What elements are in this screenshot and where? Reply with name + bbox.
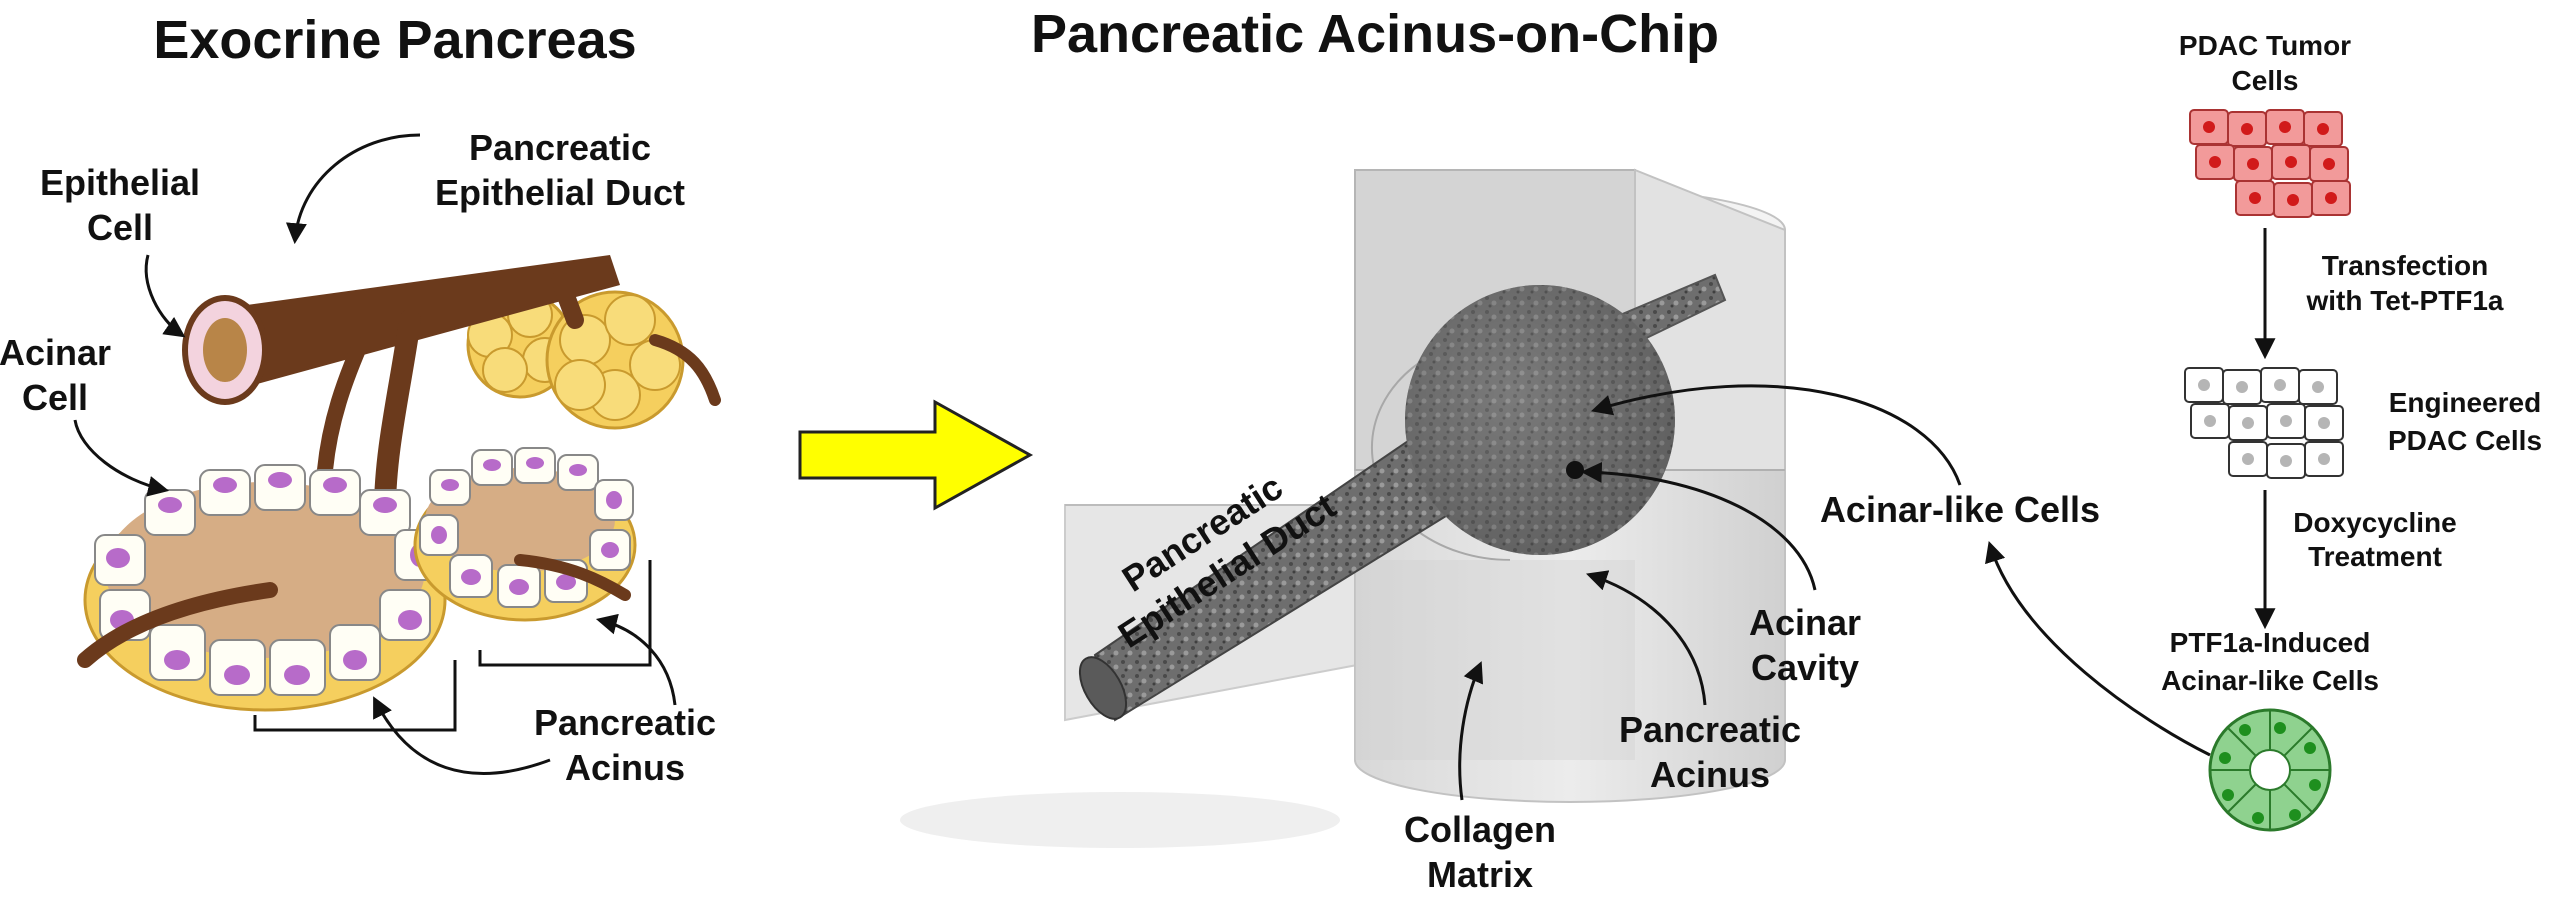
transfection-label-2: with Tet-PTF1a <box>2305 285 2503 316</box>
label-acinus-1: Pancreatic <box>534 702 716 743</box>
label-duct-2: Epithelial Duct <box>435 172 685 213</box>
chip-cavity-label-1: Acinar <box>1749 602 1861 643</box>
arrow-cavity <box>1580 461 1817 591</box>
arrow-acinar-like-to-chip <box>1590 384 1962 486</box>
label-epithelial-cell-2: Cell <box>87 207 153 248</box>
arrow-duct <box>285 133 421 245</box>
label-acinar-cell-2: Cell <box>22 377 88 418</box>
label-acinus-2: Acinus <box>565 747 685 788</box>
transfection-label-1: Transfection <box>2322 250 2488 281</box>
chip-acinus-label-2: Acinus <box>1650 754 1770 795</box>
chip-cavity-label-2: Cavity <box>1751 647 1859 688</box>
arrow-induced-to-label <box>1985 540 2211 757</box>
label-duct-1: Pancreatic <box>469 127 651 168</box>
chip-collagen-label-1: Collagen <box>1404 809 1556 850</box>
acinar-cluster-upper <box>466 290 685 430</box>
doxy-label-1: Doxycycline <box>2293 507 2456 538</box>
engineered-pdac-cells <box>2184 367 2344 479</box>
pdac-label-1: PDAC Tumor <box>2179 30 2351 61</box>
arrow-acinus-upper <box>595 613 677 706</box>
induced-label-2: Acinar-like Cells <box>2161 665 2379 696</box>
arrow-acinus <box>1586 570 1707 706</box>
cavity-point <box>1566 461 1584 479</box>
acinus-on-chip-title: Pancreatic Acinus-on-Chip <box>1031 4 1719 64</box>
arrow-acinus-lower <box>373 696 551 775</box>
induced-acinar-ring <box>2208 708 2332 832</box>
engineered-label-1: Engineered <box>2389 387 2541 418</box>
acinar-like-cells-label: Acinar-like Cells <box>1820 489 2100 530</box>
pdac-label-2: Cells <box>2232 65 2299 96</box>
exocrine-pancreas-title: Exocrine Pancreas <box>153 10 636 70</box>
chip-collagen-label-2: Matrix <box>1427 854 1533 895</box>
transition-arrow <box>798 399 1034 511</box>
acinus-right-lobe <box>413 447 637 622</box>
acinus-on-chip-model <box>900 168 1786 848</box>
label-epithelial-cell-1: Epithelial <box>40 162 200 203</box>
label-acinar-cell-1: Acinar <box>0 332 111 373</box>
acinus-left-lobe <box>83 464 447 712</box>
exocrine-pancreas-illustration: Epithelial Cell Pancreatic Epithelial Du… <box>0 127 721 788</box>
arrow-epithelial-cell <box>144 254 186 338</box>
doxy-label-2: Treatment <box>2308 541 2442 572</box>
chip-acinus-label-1: Pancreatic <box>1619 709 1801 750</box>
engineered-label-2: PDAC Cells <box>2388 425 2542 456</box>
pdac-nuclei <box>2203 121 2337 206</box>
arrow-collagen <box>1458 661 1484 801</box>
induced-label-1: PTF1a-Induced <box>2170 627 2371 658</box>
engineered-nuclei <box>2198 379 2330 467</box>
arrow-acinar-cell <box>73 419 170 497</box>
duct-cross-section <box>182 295 268 405</box>
